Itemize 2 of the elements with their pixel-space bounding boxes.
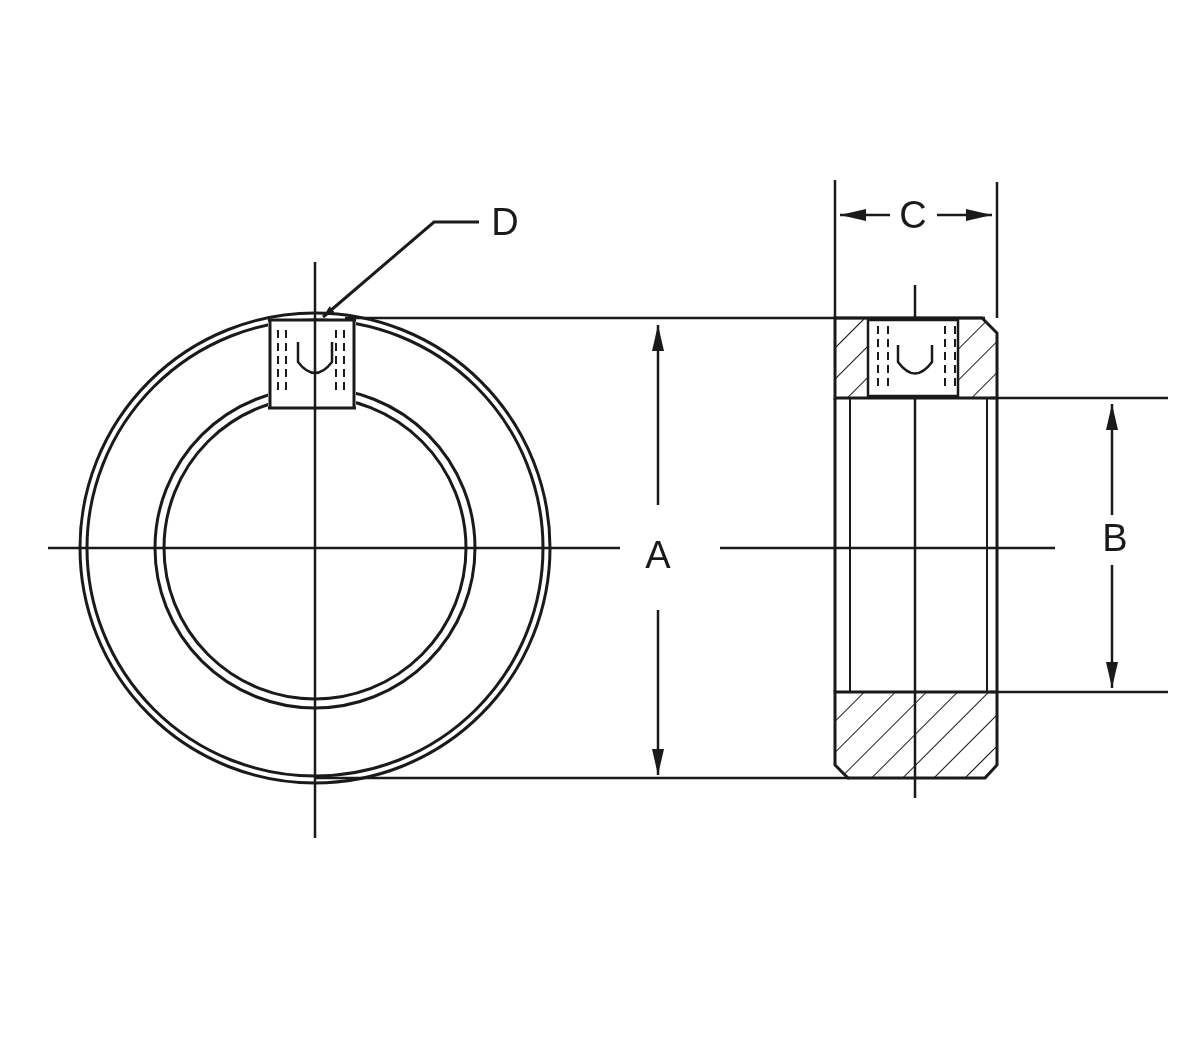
set-screw-drawing (268, 318, 356, 410)
leader-line (322, 220, 479, 319)
